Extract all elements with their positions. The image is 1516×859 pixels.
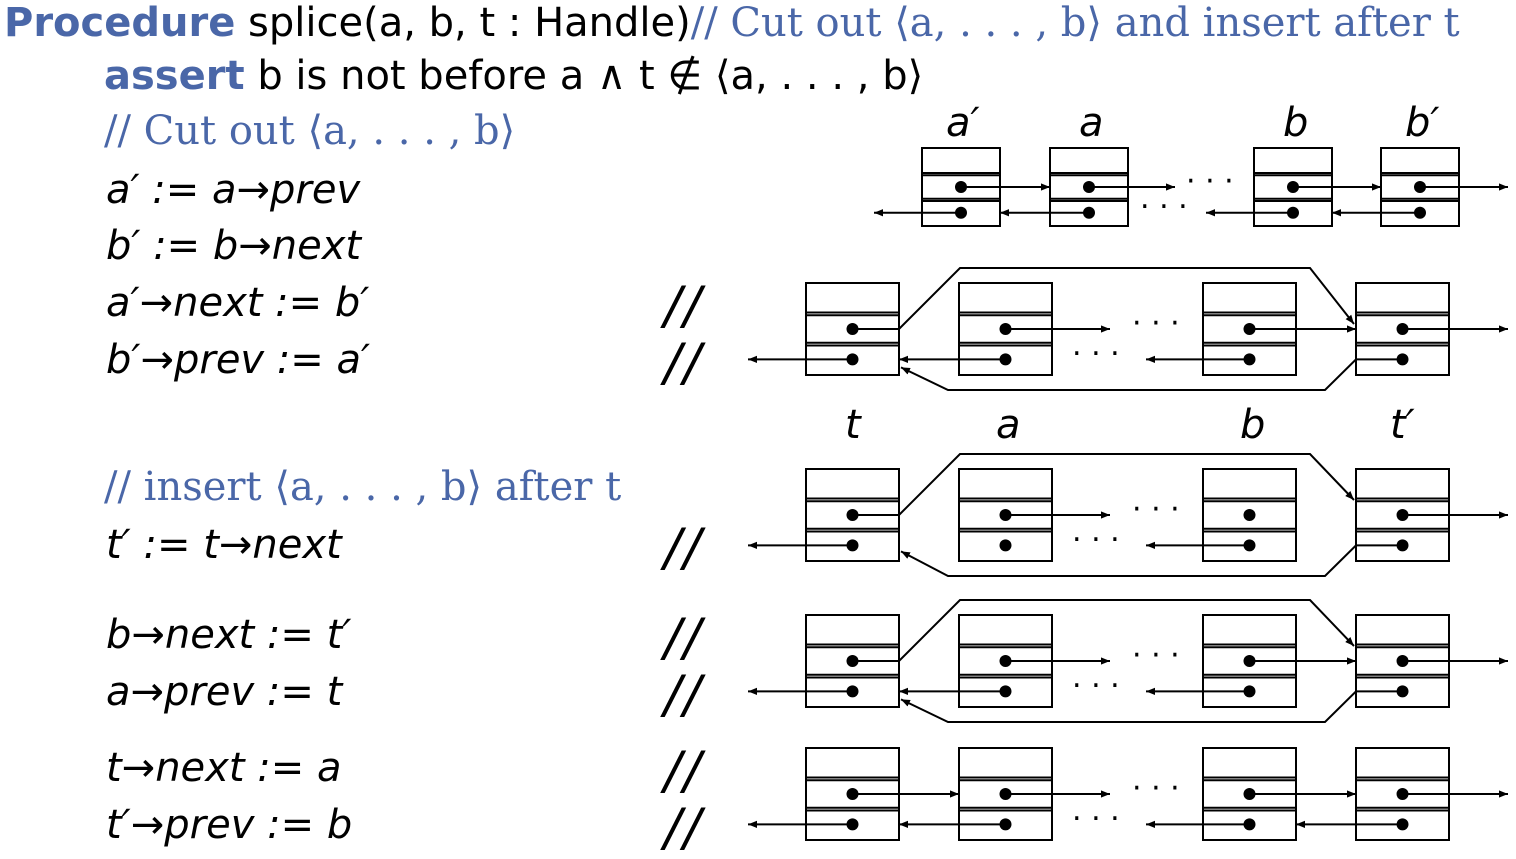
comment-marker: // xyxy=(664,741,704,801)
insert-comment: // insert ⟨a, . . . , b⟩ after t xyxy=(104,464,622,510)
ellipsis: · · · xyxy=(1072,801,1120,836)
ellipsis: · · · xyxy=(1132,306,1180,341)
bypass-next-link xyxy=(852,599,1355,662)
ellipsis: · · · xyxy=(1132,771,1180,806)
comment-marker: // xyxy=(664,665,704,725)
ellipsis: · · · xyxy=(1132,492,1180,527)
code-line-t-prime-prev: t′→prev := b xyxy=(106,802,353,848)
code-line-b-next: b→next := t′ xyxy=(106,612,352,658)
ellipsis: · · · xyxy=(1186,164,1234,199)
code-line-a-prime-next: a′→next := b′ xyxy=(106,280,370,326)
node-label: b xyxy=(1240,402,1265,448)
procedure-keyword: Procedure xyxy=(4,0,236,46)
code-line-b-prime-prev: b′→prev := a′ xyxy=(106,337,371,383)
ellipsis: · · · xyxy=(1140,190,1188,225)
ellipsis: · · · xyxy=(1132,638,1180,673)
node-label: a′ xyxy=(946,100,980,146)
list-node-box xyxy=(1202,468,1297,562)
procedure-signature: splice(a, b, t : Handle) xyxy=(248,0,691,46)
ellipsis: · · · xyxy=(1072,336,1120,371)
bypass-next-link xyxy=(852,267,1355,330)
comment-marker: // xyxy=(664,333,704,393)
comment-marker: // xyxy=(664,798,704,858)
node-label: t′ xyxy=(1390,402,1415,448)
node-label: t xyxy=(845,402,862,448)
node-label: b xyxy=(1283,100,1308,146)
header-comment: // Cut out ⟨a, . . . , b⟩ and insert aft… xyxy=(690,0,1460,46)
bypass-next-link xyxy=(852,453,1355,516)
cut-out-comment: // Cut out ⟨a, . . . , b⟩ xyxy=(104,108,516,154)
assert-condition: b is not before a ∧ t ∉ ⟨a, . . . , b⟩ xyxy=(257,53,924,99)
comment-marker: // xyxy=(664,608,704,668)
ellipsis: · · · xyxy=(1072,522,1120,557)
bypass-prev-link xyxy=(900,690,1403,723)
assert-line: assert b is not before a ∧ t ∉ ⟨a, . . .… xyxy=(104,53,923,99)
assert-keyword: assert xyxy=(104,53,245,99)
prev-pointer-dot xyxy=(999,539,1012,552)
ellipsis: · · · xyxy=(1072,668,1120,703)
code-line-a-prime: a′ := a→prev xyxy=(106,167,361,213)
next-pointer-dot xyxy=(1243,509,1256,521)
node-label: b′ xyxy=(1405,100,1439,146)
code-line-a-prev: a→prev := t xyxy=(106,669,343,715)
bypass-prev-link xyxy=(900,358,1403,391)
node-label: a xyxy=(1079,100,1104,146)
code-line-b-prime: b′ := b→next xyxy=(106,223,362,269)
node-label: a xyxy=(996,402,1021,448)
code-line-t-next: t→next := a xyxy=(106,745,342,791)
code-line-t-prime: t′ := t→next xyxy=(106,522,342,568)
comment-marker: // xyxy=(664,518,704,578)
bypass-prev-link xyxy=(900,544,1403,577)
comment-marker: // xyxy=(664,276,704,336)
procedure-header: Procedure splice(a, b, t : Handle)// Cut… xyxy=(4,0,1460,46)
